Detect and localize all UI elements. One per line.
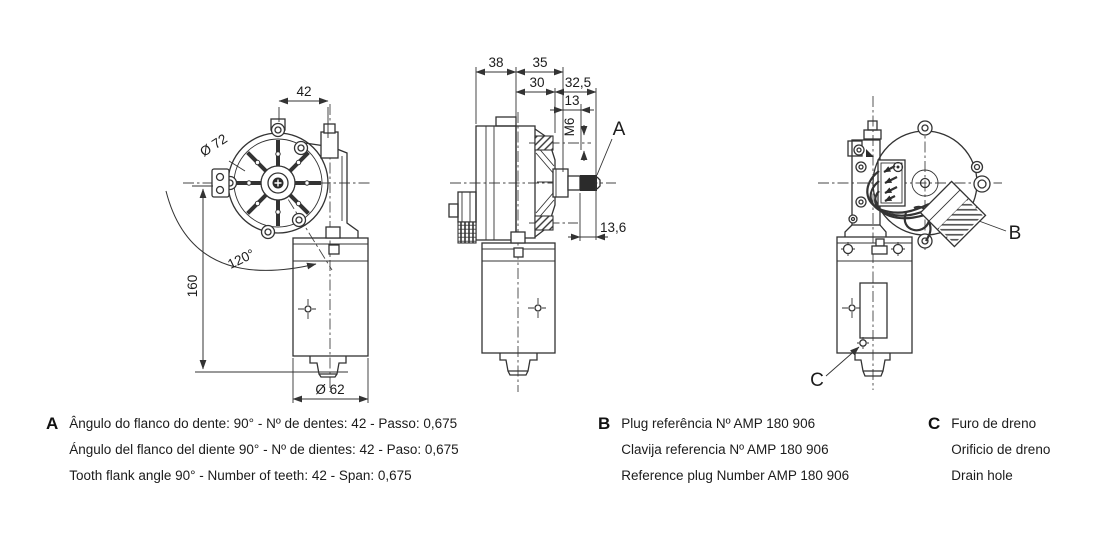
legend-line: Ángulo del flanco del diente 90° - Nº de… xyxy=(69,442,459,457)
motor-body-front xyxy=(292,226,369,378)
legend-line: Tooth flank angle 90° - Number of teeth:… xyxy=(69,468,412,483)
mount-bracket-rear xyxy=(844,120,887,237)
brush-holder xyxy=(457,221,477,244)
dim-m6-label: M6 xyxy=(562,118,577,137)
legend-line: Clavija referencia Nº AMP 180 906 xyxy=(621,442,829,457)
drain-hole xyxy=(857,337,869,349)
gear-cover-wheel xyxy=(211,118,329,240)
motor-body-rear xyxy=(836,236,913,377)
legend-key-a: A xyxy=(46,414,59,433)
gearbox-side-profile xyxy=(448,116,601,244)
legend-key-c: C xyxy=(928,414,941,433)
legend-line: Reference plug Number AMP 180 906 xyxy=(621,468,850,483)
terminal-block xyxy=(877,159,906,207)
legend-line: Orificio de dreno xyxy=(951,442,1051,457)
dim-diameter-62-label: Ø 62 xyxy=(315,382,344,397)
dim-30-label: 30 xyxy=(529,75,544,90)
gearbox-bracket-front xyxy=(304,123,359,238)
view-front: 42 Ø 72 160 120° Ø 62 xyxy=(165,84,370,403)
dim-diameter-72-label: Ø 72 xyxy=(197,131,230,160)
dim-height-160-label: 160 xyxy=(185,275,200,298)
dimensions-side: 38 35 30 32,5 13 M6 13,6 A xyxy=(475,55,626,241)
legend-line: Drain hole xyxy=(951,468,1013,483)
dim-32-5-label: 32,5 xyxy=(565,75,591,90)
callout-b-label: B xyxy=(1009,223,1022,244)
end-cap-side xyxy=(499,353,538,376)
center-mark xyxy=(298,299,316,319)
threaded-shaft-end xyxy=(580,175,597,191)
end-cap-front xyxy=(309,356,347,378)
legend-line: Ângulo do flanco do dente: 90° - Nº de d… xyxy=(69,416,458,431)
dim-13-6-label: 13,6 xyxy=(600,220,626,235)
technical-drawing: 42 Ø 72 160 120° Ø 62 xyxy=(165,55,1021,403)
output-shaft xyxy=(567,175,581,191)
callout-c-label: C xyxy=(810,370,824,391)
legend-key-b: B xyxy=(598,414,611,433)
legend-line: Plug referência Nº AMP 180 906 xyxy=(621,416,816,431)
dim-38-label: 38 xyxy=(488,55,503,70)
dimensions-front: 42 Ø 72 160 120° Ø 62 xyxy=(165,84,369,403)
view-side: 38 35 30 32,5 13 M6 13,6 A xyxy=(448,55,626,392)
motor-body-side xyxy=(481,231,556,376)
connector-plug xyxy=(919,180,987,248)
lower-mount-boss xyxy=(534,215,554,231)
dim-42-label: 42 xyxy=(296,84,311,99)
legend-item-c: C Furo de dreno Orificio de dreno Drain … xyxy=(928,411,1050,489)
legend-lines-c: Furo de dreno Orificio de dreno Drain ho… xyxy=(951,411,1050,489)
dim-13-label: 13 xyxy=(564,93,579,108)
legend-line: Furo de dreno xyxy=(951,416,1037,431)
upper-mount-boss xyxy=(534,135,554,151)
legend-lines-a: Ângulo do flanco do dente: 90° - Nº de d… xyxy=(69,411,458,489)
callout-a-label: A xyxy=(613,119,626,140)
legend-item-a: A Ângulo do flanco do dente: 90° - Nº de… xyxy=(46,411,459,489)
end-cap-rear xyxy=(854,353,891,377)
center-mark xyxy=(528,298,546,318)
view-rear: B C xyxy=(810,96,1021,391)
center-mark xyxy=(842,298,860,318)
centerlines-side xyxy=(450,112,616,392)
dim-35-label: 35 xyxy=(532,55,547,70)
legend-lines-b: Plug referência Nº AMP 180 906 Clavija r… xyxy=(621,411,849,489)
legend-item-b: B Plug referência Nº AMP 180 906 Clavija… xyxy=(598,411,849,489)
